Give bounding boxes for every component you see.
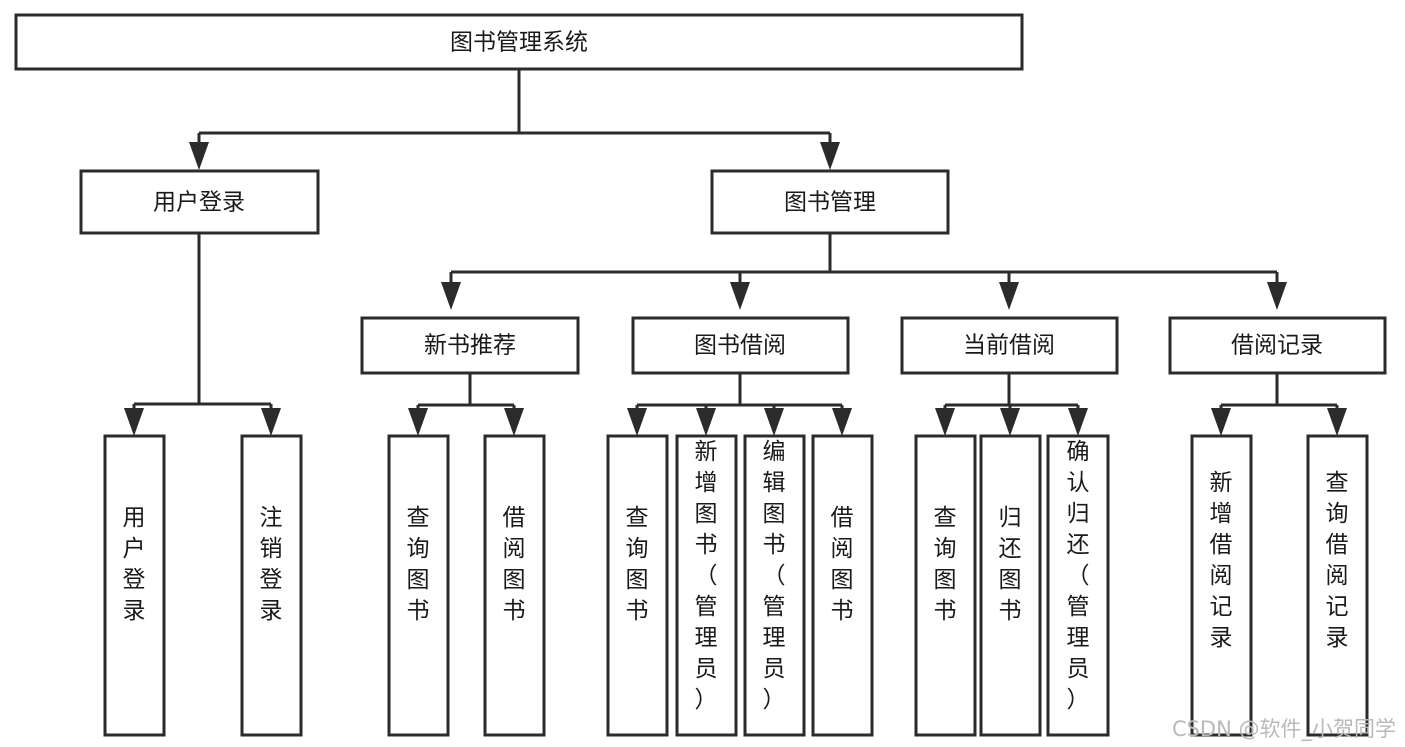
leaf-add-book-label: 新增图书（管理员） [695,439,718,713]
arrow-cb-leaf3 [1068,408,1088,436]
leaf-logout-login-box[interactable] [240,434,303,737]
leaf-layer: 用户登录 注销登录 查询图书 借阅图书 查询图书 新增图书（管理员） 编辑图书（… [103,434,1369,737]
node-leaf-return-book[interactable]: 归还图书 [979,434,1042,737]
leaf-borrow-book-2-label: 借阅图书 [831,505,854,624]
arrow-cb-leaf2 [1000,408,1020,436]
leaf-return-book-box[interactable] [979,434,1042,737]
node-leaf-logout-login[interactable]: 注销登录 [240,434,303,737]
edge-borrow-record-bus [1219,373,1339,420]
edge-root-bus [197,69,832,155]
book-borrow-box[interactable] [631,316,850,375]
node-borrow-record[interactable]: 借阅记录 [1168,316,1387,375]
leaf-return-book-label: 归还图书 [999,505,1022,624]
leaf-edit-book-label: 编辑图书（管理员） [763,439,786,713]
leaf-borrow-book-1-label: 借阅图书 [503,505,526,624]
user-login-label: 用户登录 [153,190,245,216]
arrow-user-login-leaf2 [261,408,281,436]
leaf-query-book-2-box[interactable] [606,434,669,737]
arrow-user-login-leaf1 [124,408,144,436]
leaf-query-book-1-label: 查询图书 [407,505,430,624]
arrow-bb-leaf3 [764,408,784,436]
arrow-bm-to-current-borrow [999,282,1019,310]
borrow-record-label: 借阅记录 [1231,333,1323,359]
leaf-edit-book-box[interactable] [743,434,806,737]
leaf-add-book-box[interactable] [675,434,738,737]
leaf-user-login-box[interactable] [103,434,166,737]
node-new-book-recommend[interactable]: 新书推荐 [360,316,580,375]
arrow-nbr-leaf1 [408,408,428,436]
current-borrow-label: 当前借阅 [963,333,1055,359]
arrow-br-leaf2 [1327,408,1347,436]
node-book-borrow[interactable]: 图书借阅 [631,316,850,375]
arrow-br-leaf1 [1211,408,1231,436]
node-leaf-edit-book[interactable]: 编辑图书（管理员） [743,434,806,737]
user-login-box[interactable] [79,169,320,235]
node-leaf-borrow-book-2[interactable]: 借阅图书 [811,434,874,737]
node-leaf-user-login[interactable]: 用户登录 [103,434,166,737]
leaf-query-book-2-label: 查询图书 [626,505,649,624]
leaf-logout-login-label: 注销登录 [260,505,283,624]
node-leaf-add-book[interactable]: 新增图书（管理员） [675,434,738,737]
leaf-query-record-box[interactable] [1306,434,1369,737]
node-leaf-confirm-return[interactable]: 确认归还（管理员） [1046,434,1110,737]
book-management-label: 图书管理 [784,190,876,216]
arrow-root-to-book-management [820,142,840,170]
node-leaf-query-record[interactable]: 查询借阅记录 [1306,434,1369,737]
leaf-borrow-book-2-box[interactable] [811,434,874,737]
edge-new-book-recommend-bus [416,373,516,420]
node-leaf-query-book-1[interactable]: 查询图书 [387,434,450,737]
leaf-add-record-label: 新增借阅记录 [1210,470,1233,651]
new-book-recommend-label: 新书推荐 [424,333,516,359]
current-borrow-box[interactable] [900,316,1119,375]
arrow-cb-leaf1 [935,408,955,436]
edge-user-login-bus [132,233,273,420]
book-borrow-label: 图书借阅 [694,333,786,359]
edge-book-borrow-bus [635,373,844,420]
leaf-borrow-book-1-box[interactable] [483,434,546,737]
node-user-login[interactable]: 用户登录 [79,169,320,235]
root-label: 图书管理系统 [450,30,588,56]
edge-book-management-bus [449,233,1279,292]
leaf-query-book-3-box[interactable] [914,434,977,737]
arrow-bb-leaf2 [696,408,716,436]
root-box[interactable] [14,13,1024,71]
node-leaf-add-record[interactable]: 新增借阅记录 [1190,434,1253,737]
arrow-bb-leaf4 [832,408,852,436]
new-book-recommend-box[interactable] [360,316,580,375]
leaf-query-book-3-label: 查询图书 [934,505,957,624]
node-leaf-borrow-book-1[interactable]: 借阅图书 [483,434,546,737]
leaf-confirm-return-box[interactable] [1046,434,1110,737]
leaf-user-login-label: 用户登录 [123,505,146,624]
node-leaf-query-book-3[interactable]: 查询图书 [914,434,977,737]
leaf-query-book-1-box[interactable] [387,434,450,737]
book-management-box[interactable] [710,169,950,235]
arrow-bm-to-book-borrow [730,282,750,310]
arrow-bm-to-new-book-recommend [441,282,461,310]
leaf-query-record-label: 查询借阅记录 [1326,470,1349,651]
node-current-borrow[interactable]: 当前借阅 [900,316,1119,375]
arrow-bb-leaf1 [627,408,647,436]
arrow-root-to-user-login [189,142,209,170]
node-root[interactable]: 图书管理系统 [14,13,1024,71]
edge-layer [124,69,1347,436]
arrow-nbr-leaf2 [504,408,524,436]
leaf-add-record-box[interactable] [1190,434,1253,737]
node-book-management[interactable]: 图书管理 [710,169,950,235]
node-leaf-query-book-2[interactable]: 查询图书 [606,434,669,737]
csdn-watermark: CSDN @软件_小贺同学 [1172,717,1396,742]
leaf-confirm-return-label: 确认归还（管理员） [1067,439,1090,713]
borrow-record-box[interactable] [1168,316,1387,375]
arrow-bm-to-borrow-record [1267,282,1287,310]
